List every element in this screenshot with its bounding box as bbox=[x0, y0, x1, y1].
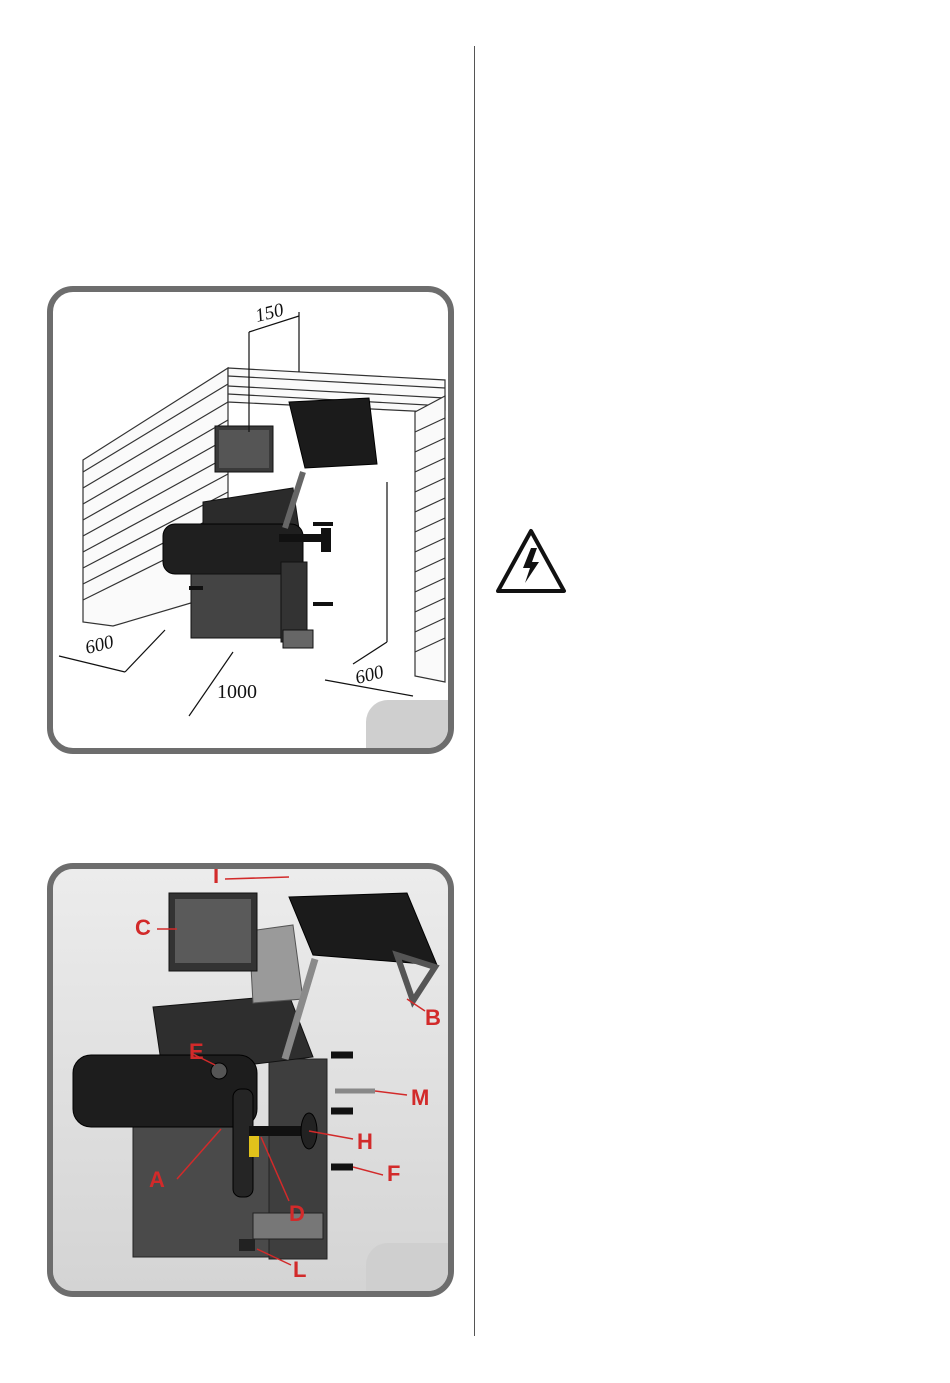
part-label-e: E bbox=[189, 1039, 204, 1064]
machine-components-figure: I C B E M H A D F L bbox=[47, 863, 454, 1297]
electrical-hazard-warning-icon bbox=[495, 528, 567, 594]
clearance-drawing: 150 600 600 1000 bbox=[53, 292, 448, 748]
part-label-a: A bbox=[149, 1167, 165, 1192]
part-label-f: F bbox=[387, 1161, 400, 1186]
part-label-c: C bbox=[135, 915, 151, 940]
figure-number-tab bbox=[366, 700, 450, 750]
installation-clearance-figure: 150 600 600 1000 bbox=[47, 286, 454, 754]
part-label-i: I bbox=[213, 869, 219, 888]
part-label-l: L bbox=[293, 1257, 306, 1282]
front-clearance-label: 1000 bbox=[217, 681, 257, 703]
left-clearance-label: 600 bbox=[83, 631, 116, 658]
column-divider bbox=[474, 46, 475, 1336]
part-label-m: M bbox=[411, 1085, 429, 1110]
right-clearance-label: 600 bbox=[353, 661, 386, 688]
part-label-b: B bbox=[425, 1005, 441, 1030]
right-wall bbox=[415, 396, 445, 682]
components-drawing: I C B E M H A D F L bbox=[53, 869, 448, 1291]
part-label-d: D bbox=[289, 1201, 305, 1226]
part-label-h: H bbox=[357, 1129, 373, 1154]
top-clearance-label: 150 bbox=[253, 299, 286, 326]
figure-number-tab bbox=[366, 1243, 450, 1293]
